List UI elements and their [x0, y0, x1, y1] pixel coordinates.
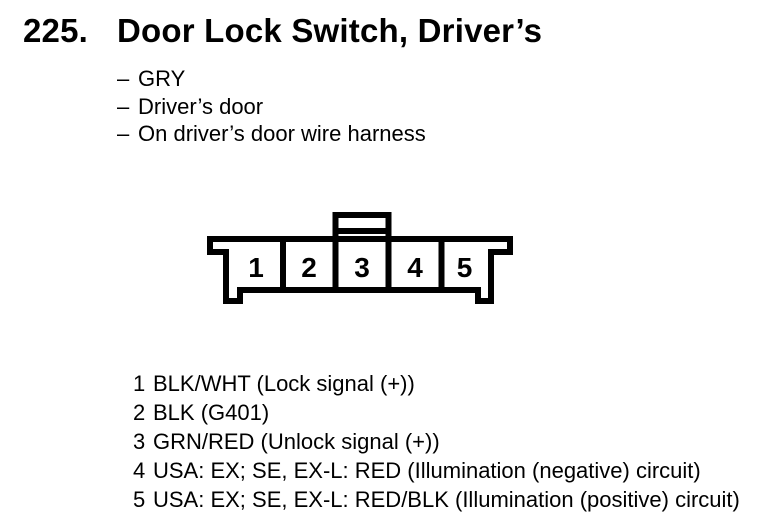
detail-item: –GRY [117, 65, 426, 93]
pin-number: 1 [248, 252, 264, 283]
pinout-description: USA: EX; SE, EX-L: RED/BLK (Illumination… [153, 487, 740, 512]
detail-item: –On driver’s door wire harness [117, 120, 426, 148]
dash-bullet: – [117, 66, 130, 91]
pinout-row: 5 USA: EX; SE, EX-L: RED/BLK (Illuminatio… [133, 485, 740, 514]
pin-number: 4 [407, 252, 423, 283]
pinout-description: GRN/RED (Unlock signal (+)) [153, 429, 440, 454]
pinout-description: BLK/WHT (Lock signal (+)) [153, 371, 415, 396]
pinout-row: 4 USA: EX; SE, EX-L: RED (Illumination (n… [133, 456, 740, 485]
detail-text: On driver’s door wire harness [138, 121, 426, 146]
detail-text: Driver’s door [138, 93, 264, 119]
page-title: 225. Door Lock Switch, Driver’s [23, 12, 542, 50]
dash-bullet: – [117, 93, 130, 119]
pinout-description: BLK (G401) [153, 400, 270, 425]
pinout-pin: 1 [133, 371, 146, 396]
dash-bullet: – [117, 121, 130, 146]
figure-number: 225. [23, 12, 89, 49]
pin-number: 2 [301, 252, 317, 283]
pin-number: 5 [457, 252, 473, 283]
figure-title: Door Lock Switch, Driver’s [117, 12, 543, 49]
pinout-pin: 3 [133, 429, 146, 454]
pinout-pin: 2 [133, 400, 146, 425]
pinout-row: 2 BLK (G401) [133, 398, 740, 427]
pinout-description: USA: EX; SE, EX-L: RED (Illumination (ne… [153, 458, 701, 483]
pin-number: 3 [354, 252, 370, 283]
pinout-row: 1 BLK/WHT (Lock signal (+)) [133, 369, 740, 398]
pinout-list: 1 BLK/WHT (Lock signal (+)) 2 BLK (G401) 3… [133, 369, 740, 514]
detail-item: –Driver’s door [117, 93, 426, 121]
connector-diagram: 1 2 3 4 5 [207, 212, 513, 304]
pinout-pin: 4 [133, 458, 146, 483]
connector-details: –GRY –Driver’s door –On driver’s door wi… [117, 65, 426, 148]
pinout-row: 3 GRN/RED (Unlock signal (+)) [133, 427, 740, 456]
pinout-pin: 5 [133, 487, 146, 512]
detail-text: GRY [138, 66, 186, 91]
